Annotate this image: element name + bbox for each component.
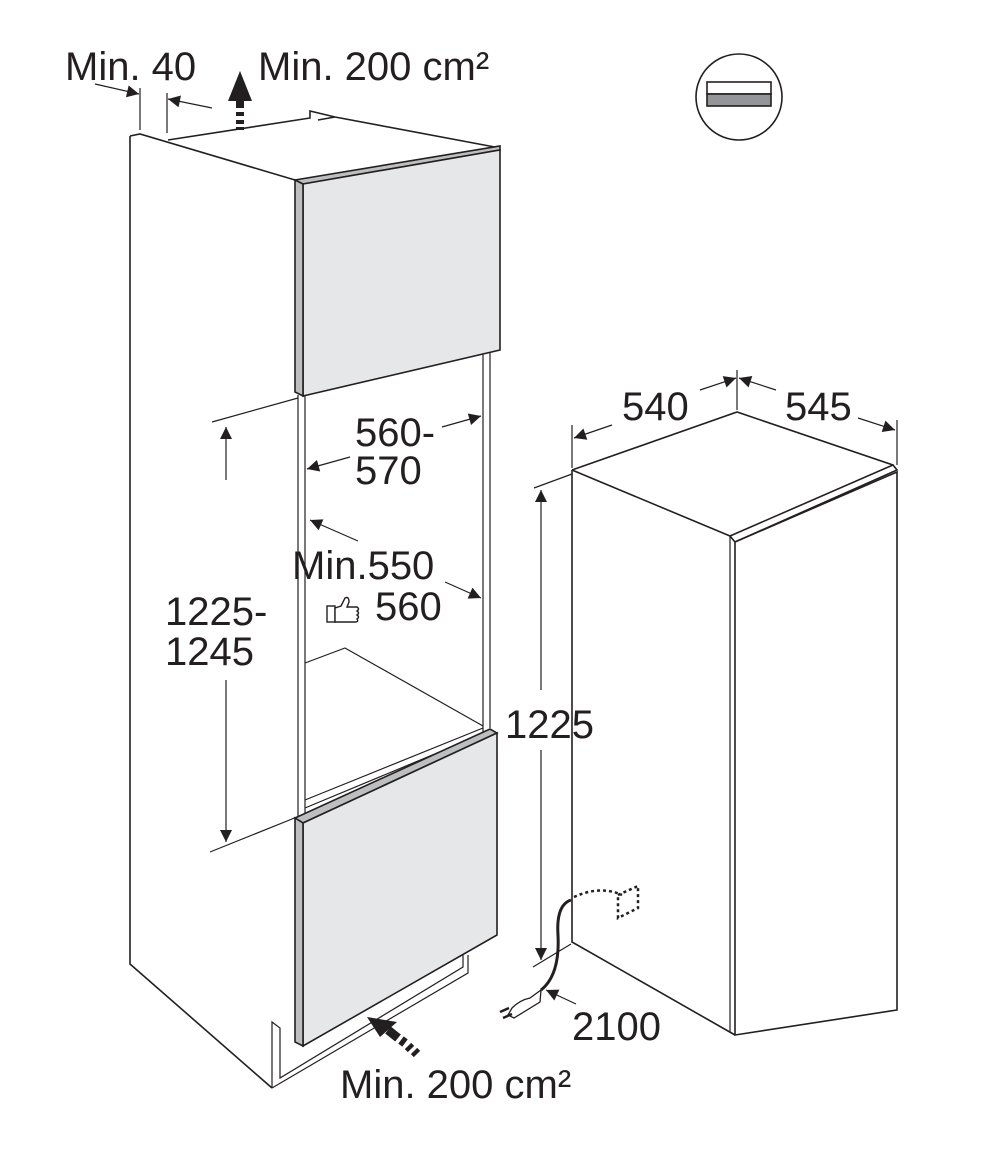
niche-depth-min-label: Min.550 — [292, 544, 434, 588]
niche-depth-recommended-label: 560 — [375, 585, 442, 629]
niche-height-dimension: 1225- 1245 — [160, 397, 299, 853]
power-plug-icon — [499, 988, 542, 1020]
thumbs-up-icon — [326, 596, 360, 623]
fixed-door-symbol-icon — [695, 53, 783, 141]
lower-furniture-door — [293, 728, 499, 1048]
socket-icon — [616, 884, 640, 921]
upper-furniture-door — [292, 145, 501, 398]
top-gap-label: Min. 40 — [65, 45, 196, 89]
appliance-height-dimension: 1225 — [505, 473, 594, 968]
top-vent-arrow-icon — [228, 71, 252, 130]
niche-height-label-1: 1225- — [165, 590, 267, 634]
power-cable — [540, 889, 623, 992]
appliance-height-label: 1225 — [505, 703, 594, 747]
appliance-width-label: 540 — [622, 385, 689, 429]
niche-height-label-2: 1245 — [165, 630, 254, 674]
appliance-top-dimensions: 540 545 — [571, 370, 898, 468]
top-vent-label: Min. 200 cm² — [258, 45, 489, 89]
refrigerator-appliance — [571, 411, 899, 1036]
cable-length-label: 2100 — [572, 1005, 661, 1049]
appliance-depth-label: 545 — [785, 385, 852, 429]
niche-width-label-2: 570 — [355, 449, 422, 493]
top-gap-dimension: Min. 40 — [65, 45, 213, 133]
kitchen-cabinet — [129, 109, 501, 1089]
niche-width-label-1: 560- — [355, 411, 435, 455]
bottom-vent-label: Min. 200 cm² — [340, 1063, 571, 1107]
niche — [297, 350, 491, 818]
bottom-vent-arrow-icon — [367, 1017, 421, 1058]
